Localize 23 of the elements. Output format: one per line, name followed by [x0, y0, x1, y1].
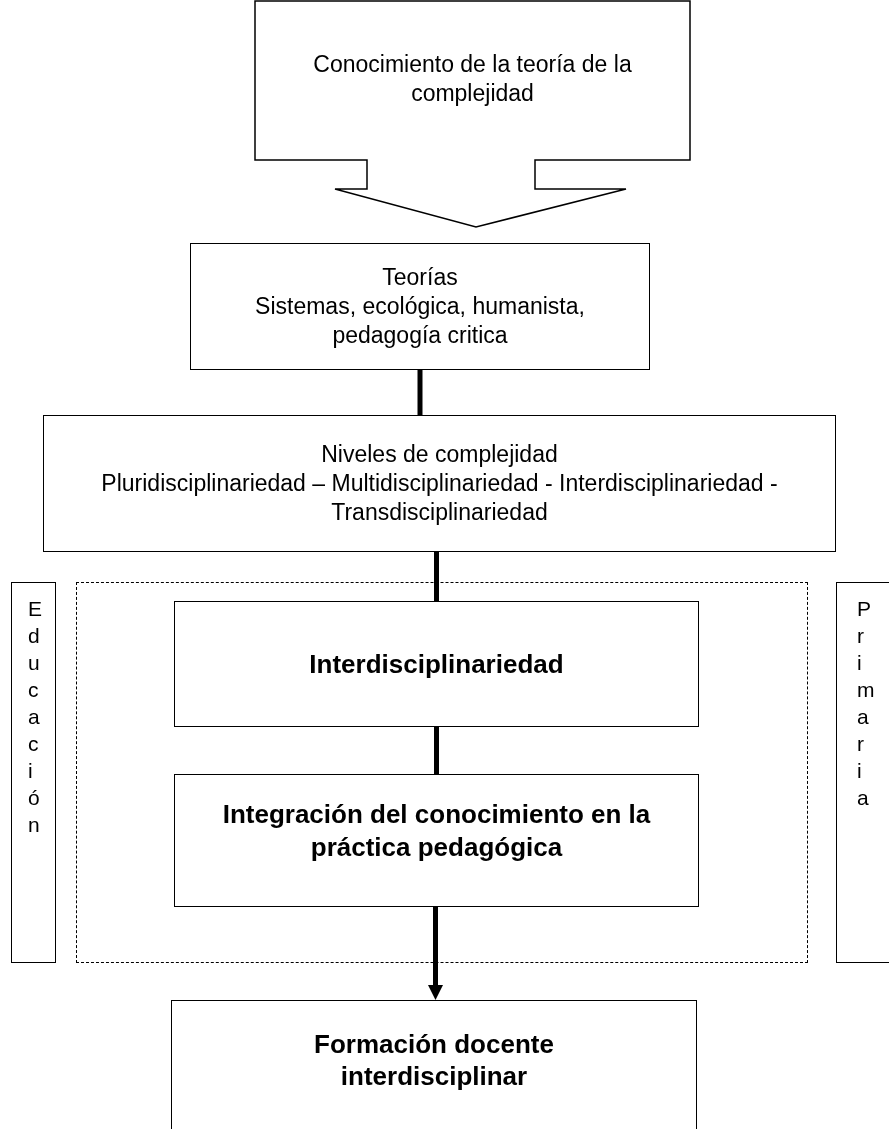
process-box: [174, 774, 699, 907]
process-box: [43, 415, 836, 552]
process-box: [171, 1000, 697, 1129]
vertical-label: Primaria: [857, 596, 878, 811]
box-text: Pluridisciplinariedad – Multidisciplinariedad - Interdisciplinariedad - Transdisciplinariedad: [100, 469, 779, 527]
process-box: [174, 601, 699, 727]
box-text: Conocimiento de la teoría de la complejidad: [312, 50, 633, 108]
vertical-label: Educación: [28, 596, 49, 838]
box-text: Formación docente interdisciplinar: [313, 1027, 555, 1093]
block-arrow-box: [254, 0, 691, 226]
box-heading: Niveles de complejidad: [321, 440, 558, 470]
connector-line: [434, 552, 439, 601]
connector-line: [434, 727, 439, 774]
connector-line: [417, 370, 423, 415]
dashed-group-frame: [76, 582, 808, 963]
box-text: Sistemas, ecológica, humanista, pedagogía critica: [254, 292, 586, 350]
process-box: [190, 243, 650, 370]
side-label-box: [11, 582, 56, 963]
box-text: Integración del conocimiento en la práctica pedagógica: [221, 798, 652, 863]
box-text: Interdisciplinariedad: [309, 647, 564, 681]
box-heading: Teorías: [382, 263, 458, 293]
side-label-box: [836, 582, 889, 963]
connector-line: [428, 907, 443, 1000]
